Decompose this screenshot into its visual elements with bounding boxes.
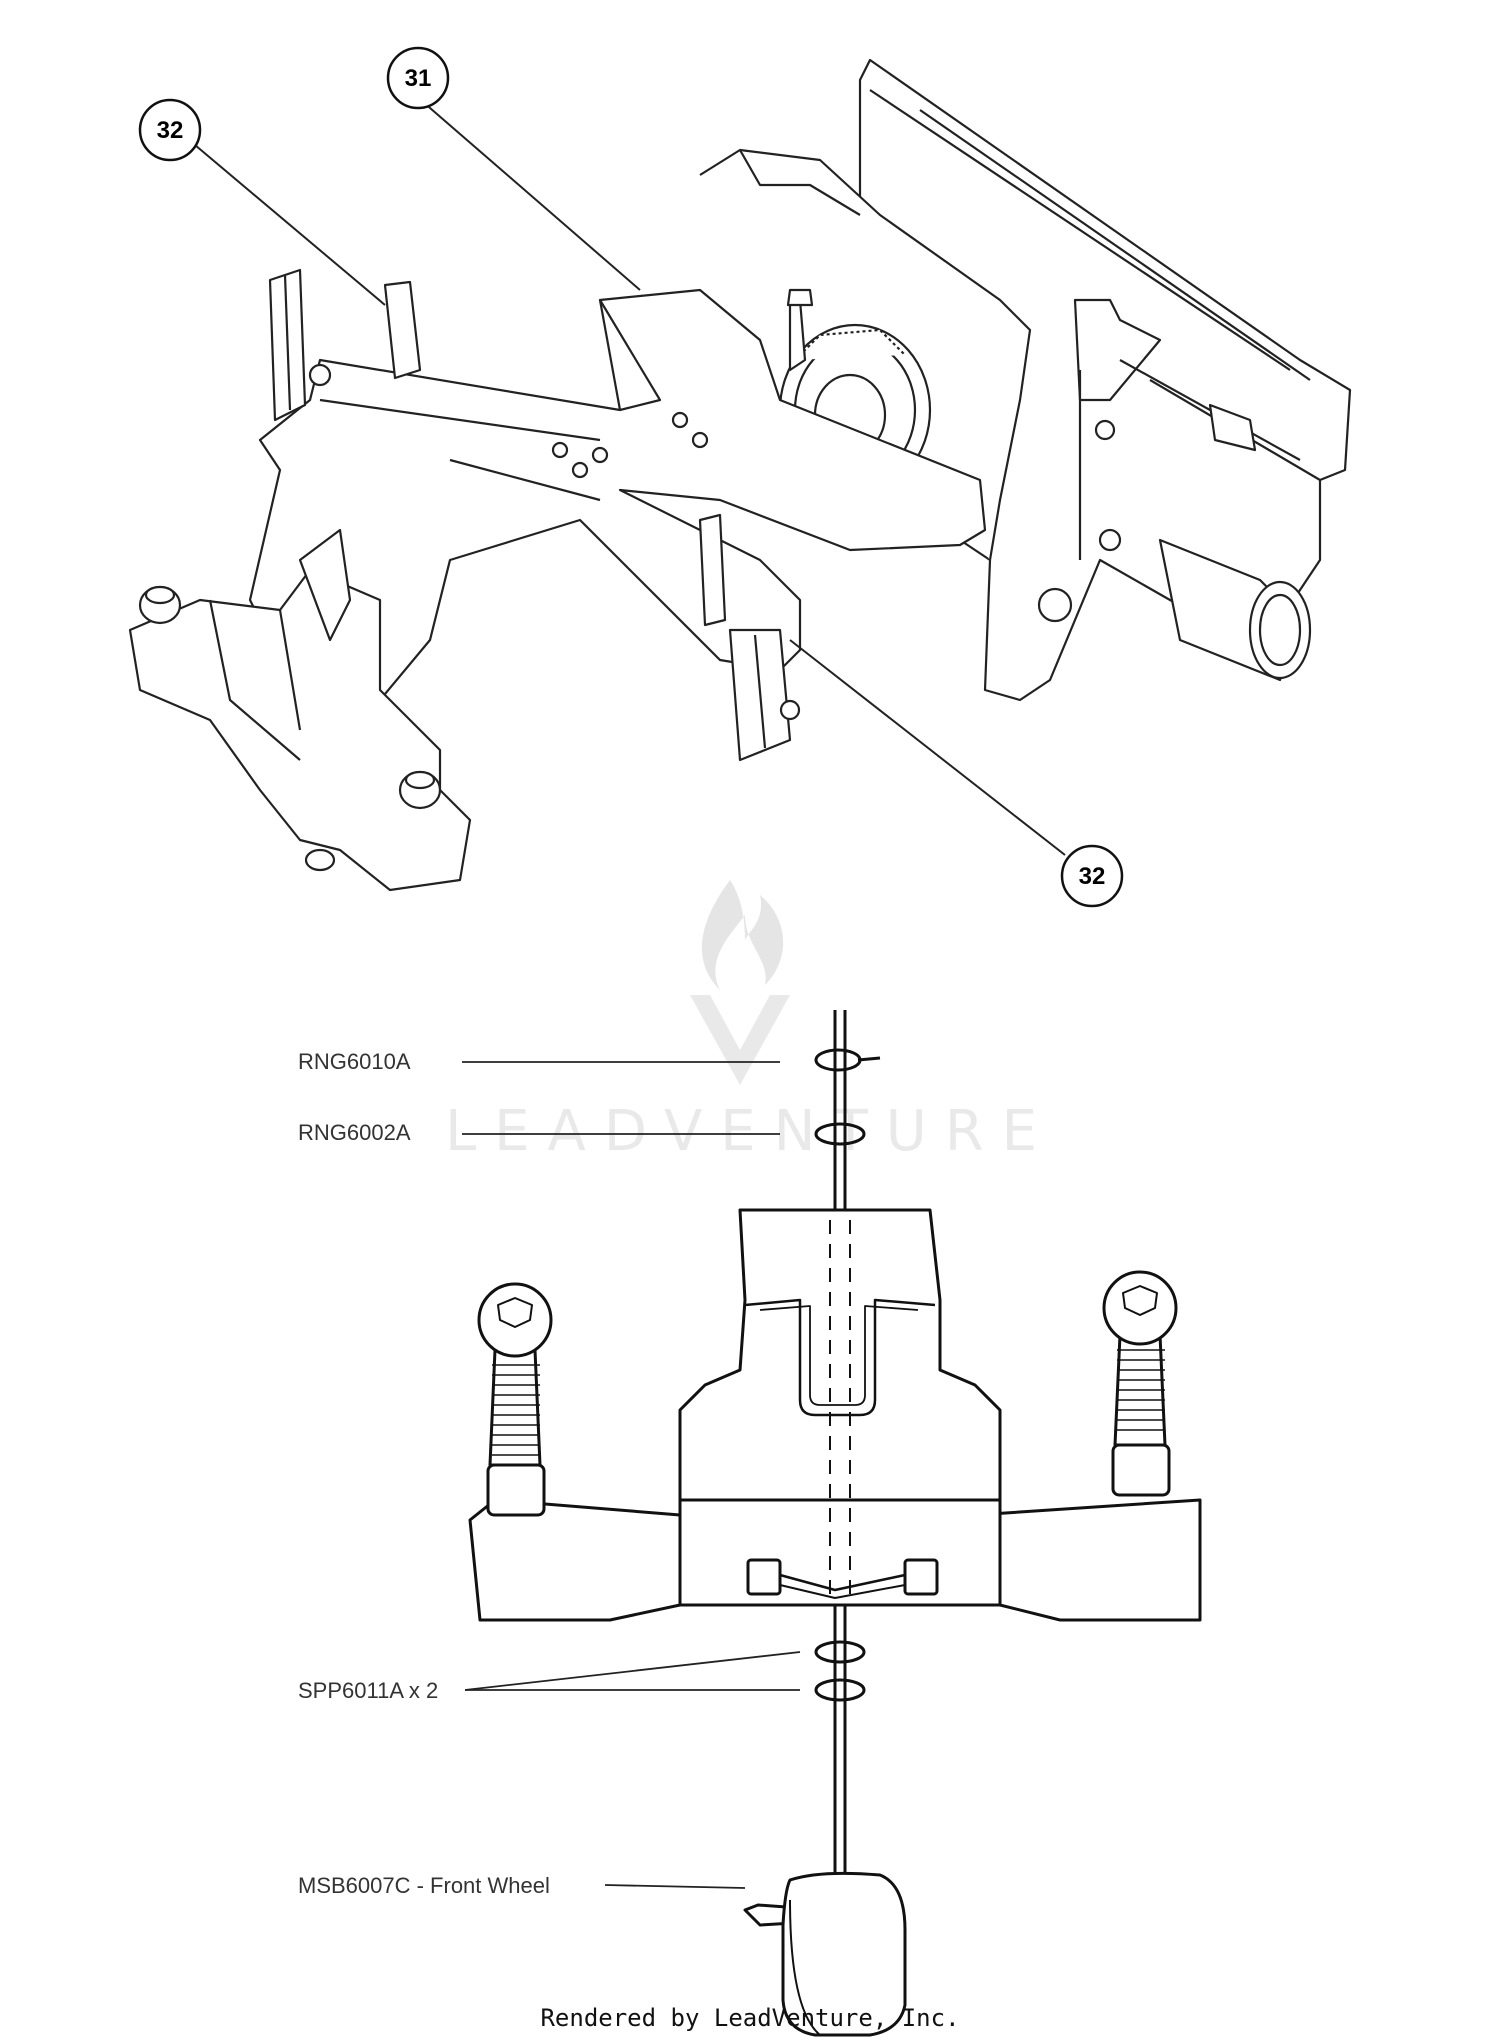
- callout-32-top-circle: [138, 98, 202, 162]
- callout-32-bottom-label: 32: [1079, 863, 1106, 890]
- label-rng6010a-text: RNG6010A: [298, 1049, 411, 1074]
- cotter-ring: [814, 1048, 881, 1072]
- callout-32-bottom: 32: [789, 639, 1124, 908]
- callout-32-top: 32: [138, 98, 386, 306]
- label-rng6002a: RNG6002A: [298, 1120, 780, 1145]
- watermark-v-icon: [690, 995, 790, 1085]
- callout-32-top-label: 32: [157, 117, 184, 144]
- label-spp6011a: SPP6011A x 2: [298, 1651, 801, 1703]
- callout-31-label: 31: [405, 65, 432, 92]
- watermark-text: LEADVENTURE: [445, 1099, 1055, 1164]
- watermark-flame-icon: [701, 880, 784, 990]
- front-wheel: [781, 1871, 907, 2037]
- right-ball-bolt: [1102, 1270, 1178, 1497]
- label-spp6011a-text: SPP6011A x 2: [298, 1678, 438, 1703]
- spacer-washer-2: [814, 1678, 866, 1702]
- label-msb6007c: MSB6007C - Front Wheel: [298, 1873, 746, 1898]
- chassis-assembly-drawing: [128, 58, 1352, 892]
- callout-31-circle: [386, 46, 450, 110]
- left-ball-bolt: [477, 1282, 553, 1517]
- label-rng6002a-text: RNG6002A: [298, 1120, 411, 1145]
- spacer-washer-1: [814, 1640, 866, 1664]
- washer-rng6002a: [814, 1122, 866, 1146]
- callout-32-bottom-circle: [1060, 844, 1124, 908]
- label-rng6010a: RNG6010A: [298, 1049, 780, 1074]
- front-axle-assembly: [128, 528, 472, 892]
- caster-wheel-body: [468, 1208, 1202, 1622]
- front-wheel-caster-drawing: [468, 1010, 1202, 2037]
- post-32-top: [268, 268, 422, 422]
- rendered-by-footer: Rendered by LeadVenture, Inc.: [540, 2004, 960, 2032]
- label-msb6007c-text: MSB6007C - Front Wheel: [298, 1873, 550, 1898]
- leadventure-watermark: LEADVENTURE: [445, 880, 1055, 1164]
- post-32-bottom: [698, 513, 792, 762]
- callout-31: 31: [386, 46, 641, 291]
